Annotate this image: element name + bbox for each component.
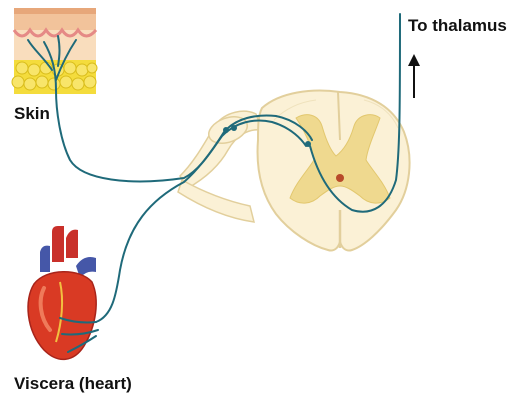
spinal-cord-icon xyxy=(178,91,410,251)
skin-tissue-icon xyxy=(12,8,97,94)
up-arrow-icon xyxy=(408,54,420,98)
skin-label: Skin xyxy=(14,104,50,124)
heart-icon xyxy=(28,226,98,359)
viscera-label: Viscera (heart) xyxy=(14,374,132,394)
thalamus-label: To thalamus xyxy=(408,16,507,36)
